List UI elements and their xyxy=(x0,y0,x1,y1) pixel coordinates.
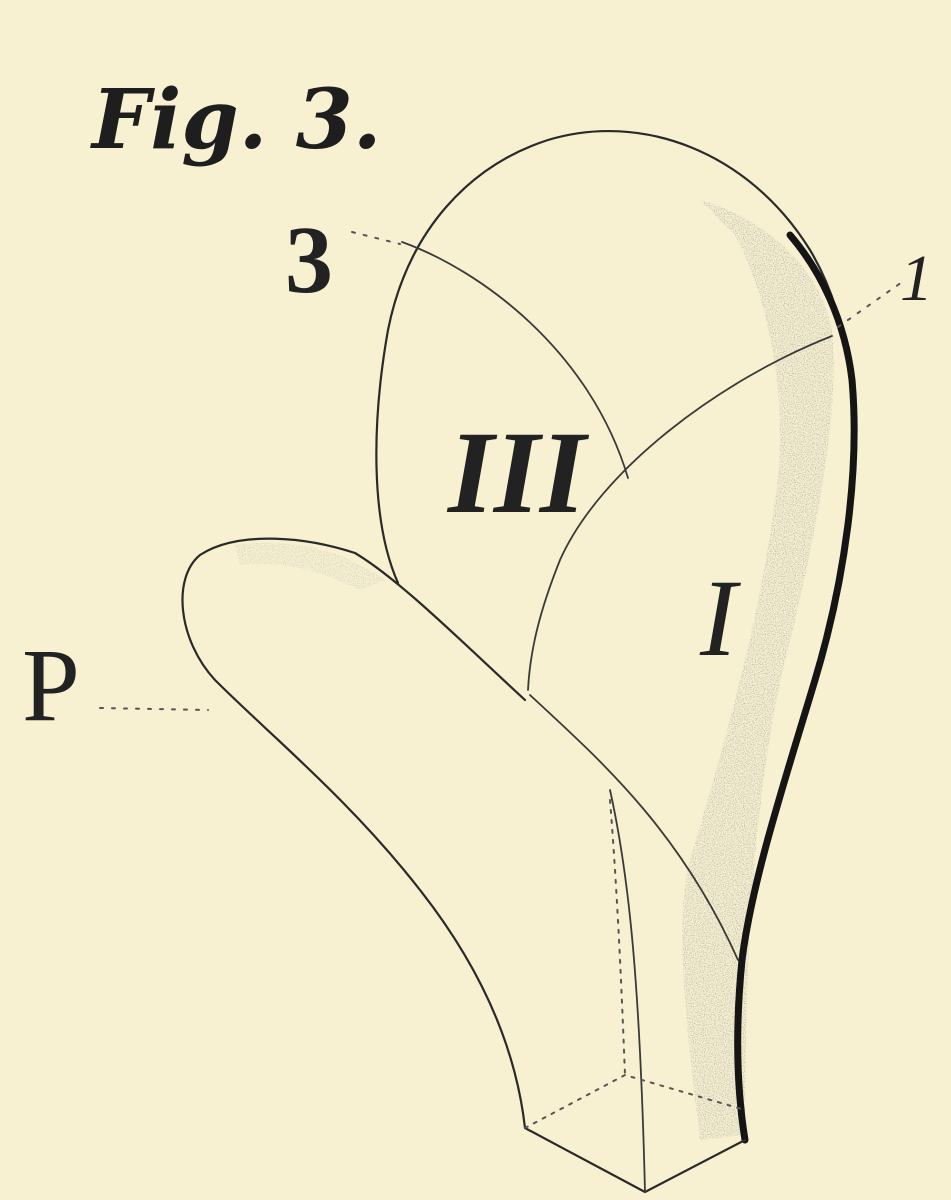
leader-3 xyxy=(352,232,400,244)
label-3: 3 xyxy=(285,206,333,313)
projection-p-outline xyxy=(182,539,525,1128)
label-p: P xyxy=(22,628,80,743)
leader-1 xyxy=(838,280,905,327)
hidden-edge-vertical xyxy=(610,800,625,1075)
label-region-three: III xyxy=(446,407,590,538)
figure-title: Fig. 3. xyxy=(90,72,381,168)
stalk-front-edge xyxy=(610,790,645,1192)
label-1: 1 xyxy=(900,242,933,315)
label-region-one: I xyxy=(699,557,741,679)
stipple-shading xyxy=(235,200,834,1140)
leader-p xyxy=(100,708,208,710)
